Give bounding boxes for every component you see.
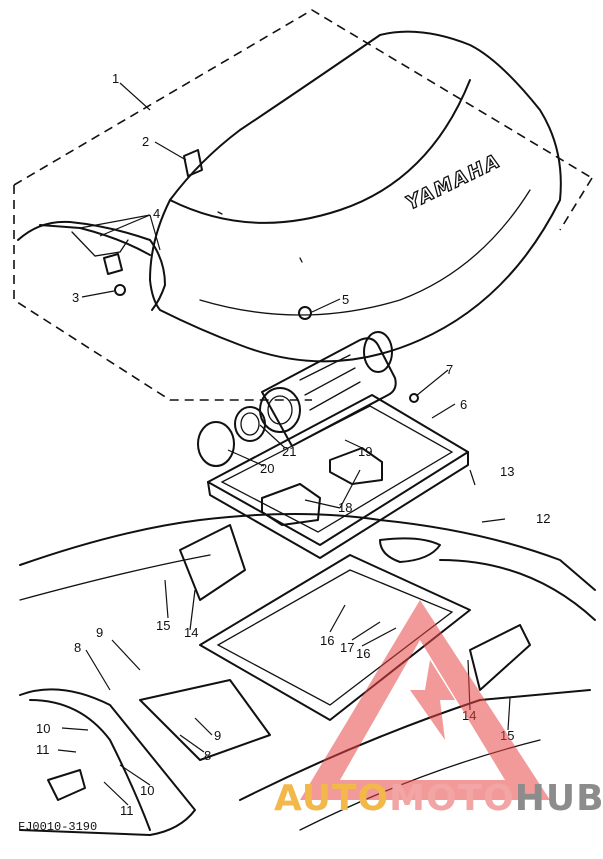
watermark-text: AUTOMOTOHUB xyxy=(274,778,603,819)
callout-13: 13 xyxy=(500,464,514,479)
leader-lines xyxy=(57,82,511,806)
callout-16a: 16 xyxy=(320,633,334,648)
callout-3: 3 xyxy=(72,290,79,305)
callout-15a: 15 xyxy=(156,618,170,633)
seat-assembly xyxy=(13,9,593,401)
watermark-part3: HUB xyxy=(515,778,603,819)
callout-10b: 10 xyxy=(140,783,154,798)
callout-11a: 11 xyxy=(36,742,50,757)
storage-tray xyxy=(207,393,469,559)
watermark: AUTOMOTOHUB xyxy=(274,600,603,819)
callout-4: 4 xyxy=(153,206,160,221)
watermark-triangle-logo xyxy=(300,600,550,800)
callout-21: 21 xyxy=(282,444,296,459)
callout-9b: 9 xyxy=(214,728,221,743)
callout-1: 1 xyxy=(112,71,119,86)
callout-8a: 8 xyxy=(74,640,81,655)
diagram-code: FJ0010-3190 xyxy=(18,820,97,834)
callout-2: 2 xyxy=(142,134,149,149)
callout-14a: 14 xyxy=(184,625,198,640)
callout-7: 7 xyxy=(446,362,453,377)
callout-20: 20 xyxy=(260,461,274,476)
callout-16b: 16 xyxy=(356,646,370,661)
callout-18: 18 xyxy=(338,500,352,515)
callout-5: 5 xyxy=(342,292,349,307)
callout-9a: 9 xyxy=(96,625,103,640)
callout-11b: 11 xyxy=(120,803,134,818)
watermark-part1: AUTO xyxy=(274,778,389,819)
callout-8b: 8 xyxy=(204,748,211,763)
yamaha-logo-text: YAMAHA xyxy=(403,150,505,215)
callout-10a: 10 xyxy=(36,721,50,736)
callout-6: 6 xyxy=(460,397,467,412)
callout-12: 12 xyxy=(536,511,550,526)
watermark-arrow-icon xyxy=(410,660,455,740)
watermark-part2: MOTO xyxy=(389,778,515,819)
callout-19: 19 xyxy=(358,444,372,459)
air-intake-assembly xyxy=(197,331,397,467)
callout-17: 17 xyxy=(340,640,354,655)
